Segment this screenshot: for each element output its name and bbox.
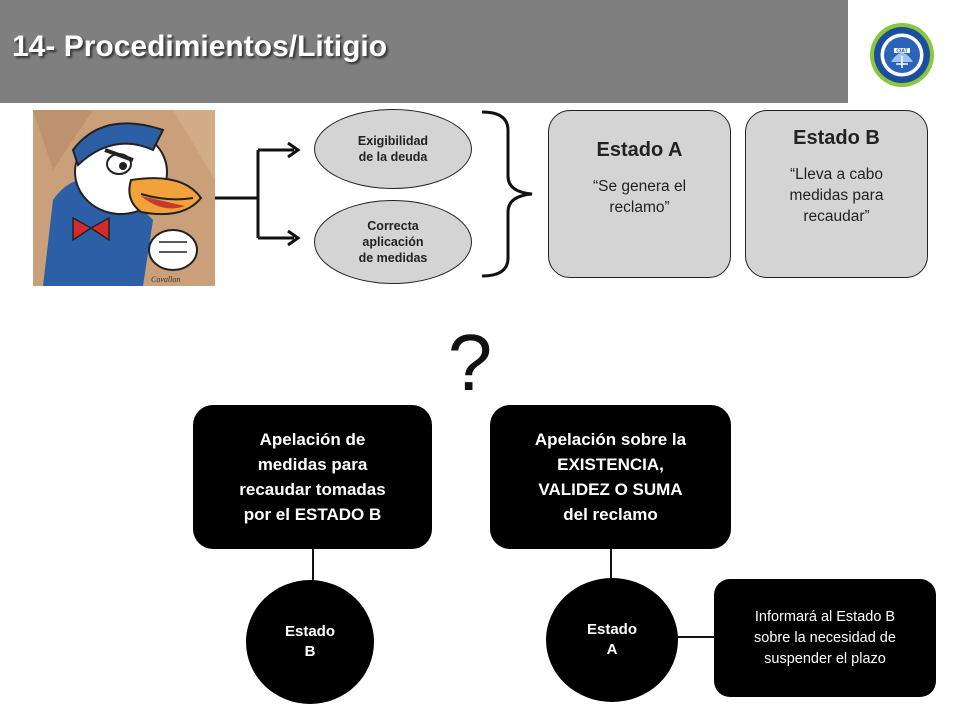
state-b-box: Estado B “Lleva a cabo medidas para reca… (745, 110, 928, 278)
arrowhead-top (287, 141, 301, 159)
note-text: Informará al Estado B sobre la necesidad… (754, 608, 896, 667)
question-mark: ? (447, 318, 493, 407)
title-bar: 14- Procedimientos/Litigio (0, 0, 848, 103)
node-estado-b-label: Estado B (284, 623, 335, 660)
appeal-measures-text: Apelación de medidas para recaudar tomad… (239, 430, 386, 524)
page-title: 14- Procedimientos/Litigio (12, 30, 388, 63)
artist-signature: Cavallon (151, 275, 180, 284)
note-box: Informará al Estado B sobre la necesidad… (714, 579, 936, 697)
state-a-box: Estado A “Se genera el reclamo” (548, 110, 731, 278)
angry-duck-illustration: Cavallon (33, 110, 215, 286)
state-b-desc: “Lleva a cabo medidas para recaudar” (789, 166, 884, 225)
node-estado-a-label: Estado A (586, 621, 637, 658)
branch-exigibilidad-label: Exigibilidad de la deuda (357, 134, 429, 164)
appeal-existence-text: Apelación sobre la EXISTENCIA, VALIDEZ O… (534, 430, 687, 524)
grouping-brace (481, 110, 533, 278)
state-a-desc: “Se genera el reclamo” (592, 178, 687, 216)
branch-correcta-aplicacion: Correcta aplicación de medidas (314, 200, 472, 284)
state-a-title: Estado A (596, 139, 683, 161)
arrowhead-bottom (287, 229, 301, 247)
branch-correcta-aplicacion-label: Correcta aplicación de medidas (358, 219, 428, 265)
node-estado-b: Estado B (246, 580, 374, 704)
institution-seal-icon: CIAT (869, 22, 935, 88)
state-b-title: Estado B (793, 127, 880, 149)
branch-exigibilidad: Exigibilidad de la deuda (314, 109, 472, 189)
appeal-existence-box: Apelación sobre la EXISTENCIA, VALIDEZ O… (490, 405, 731, 549)
appeal-measures-box: Apelación de medidas para recaudar tomad… (193, 405, 432, 549)
logo-text: CIAT (896, 49, 907, 55)
node-estado-a: Estado A (546, 578, 678, 702)
